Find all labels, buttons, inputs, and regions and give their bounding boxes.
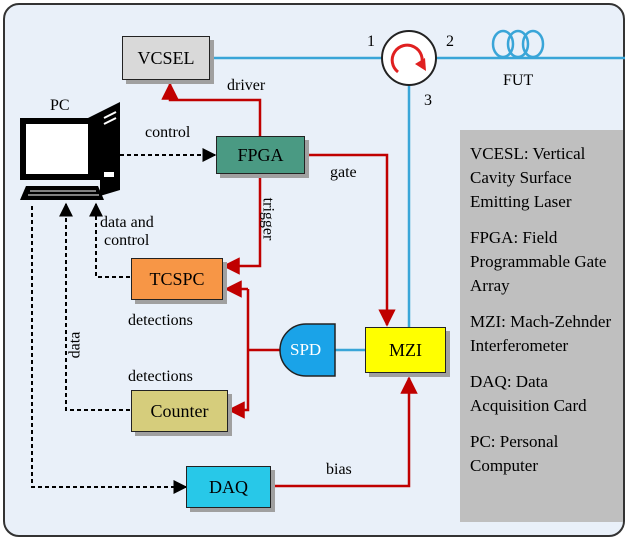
wire-pc-to-daq xyxy=(31,206,188,494)
fpga-block: FPGA xyxy=(216,136,305,174)
wire-gate xyxy=(305,153,396,327)
daq-block: DAQ xyxy=(186,466,271,508)
pc-label: PC xyxy=(50,97,70,114)
legend-entry-daq: DAQ: Data Acquisition Card xyxy=(470,372,587,415)
bias-label: bias xyxy=(326,461,352,478)
fut-label: FUT xyxy=(503,72,534,89)
tcspc-label: TCSPC xyxy=(149,268,205,289)
fiber-lines xyxy=(210,56,625,352)
mzi-label: MZI xyxy=(389,339,422,360)
vcsel-label: VCSEL xyxy=(137,47,195,68)
counter-label: Counter xyxy=(150,400,209,421)
daq-label: DAQ xyxy=(209,476,248,497)
detections-label-counter: detections xyxy=(128,368,193,385)
data-control-label-line2: control xyxy=(104,232,150,249)
legend-entry-mzi: MZI: Mach-Zehnder Interferometer xyxy=(470,312,612,355)
gate-label: gate xyxy=(330,164,357,181)
computer-icon xyxy=(20,102,120,200)
trigger-label: trigger xyxy=(259,197,277,241)
legend-entry-pc: PC: Personal Computer xyxy=(470,432,559,475)
spd-detector xyxy=(279,323,336,377)
port-3-label: 3 xyxy=(424,92,432,109)
wire-fpga-to-vcsel xyxy=(161,82,262,136)
control-label: control xyxy=(145,124,191,141)
mzi-block: MZI xyxy=(365,327,446,373)
detections-label-tcspc: detections xyxy=(128,312,193,329)
legend-entry-vcsel: VCESL: Vertical Cavity Surface Emitting … xyxy=(470,144,586,211)
wire-detections-counter xyxy=(227,289,250,419)
vcsel-block: VCSEL xyxy=(122,36,210,80)
fiber-coil-icon xyxy=(491,29,545,59)
driver-label: driver xyxy=(227,77,266,94)
port-1-label: 1 xyxy=(367,33,375,50)
legend-entry-fpga: FPGA: Field Programmable Gate Array xyxy=(470,228,607,295)
port-2-label: 2 xyxy=(446,33,454,50)
fpga-label: FPGA xyxy=(237,144,284,165)
data-lines xyxy=(31,148,217,494)
legend-box: VCESL: Vertical Cavity Surface Emitting … xyxy=(460,130,623,522)
wire-trigger xyxy=(222,174,262,275)
tcspc-block: TCSPC xyxy=(131,258,223,300)
spd-label: SPD xyxy=(290,340,322,359)
electrical-lines xyxy=(161,82,418,488)
data-label: data xyxy=(66,331,84,359)
counter-block: Counter xyxy=(131,390,228,432)
wire-bias xyxy=(271,376,418,488)
data-control-label-line1: data and xyxy=(100,214,154,231)
circulator-icon xyxy=(381,30,437,86)
wire-counter-to-pc xyxy=(59,202,130,411)
